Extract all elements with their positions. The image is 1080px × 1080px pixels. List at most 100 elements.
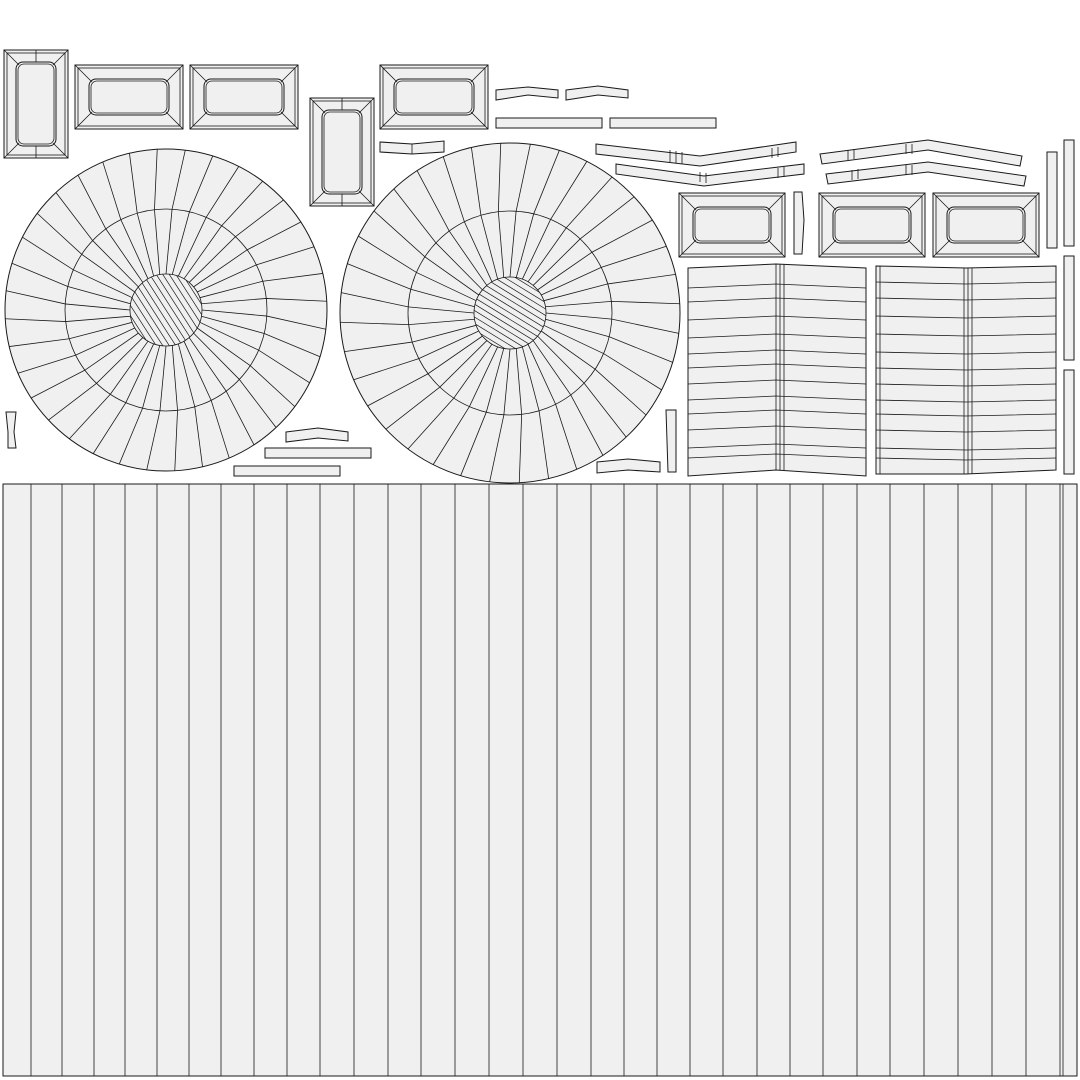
disc-right: [339, 142, 681, 484]
disc-spoke: [385, 340, 488, 430]
small-strips: [5, 85, 1075, 477]
disc-spoke: [36, 213, 136, 293]
disc-spoke: [521, 346, 549, 479]
bent-panel-a-row: [687, 443, 867, 449]
long-bent-strips: [595, 139, 1027, 187]
disc-spoke: [515, 150, 560, 278]
disc-spoke: [545, 318, 673, 363]
bent-panel-a-row: [687, 315, 867, 321]
bent-panel-a: [687, 263, 867, 477]
disc-spoke: [515, 348, 523, 483]
disc-spoke: [193, 332, 277, 428]
disc-spoke: [5, 315, 131, 322]
frame-island: [678, 192, 786, 258]
disc-spoke: [201, 298, 327, 305]
disc-spoke: [541, 245, 667, 296]
bent-panel-a-row: [687, 379, 867, 385]
disc-spoke: [199, 273, 323, 299]
disc-spoke: [188, 199, 284, 283]
disc-hub-hatch: [185, 279, 202, 305]
bent-panel-b-row: [875, 351, 1057, 355]
disc-spoke: [177, 343, 203, 467]
disc-spoke: [497, 143, 505, 278]
bent-panel-b-row: [875, 383, 1057, 387]
disc-spoke: [344, 324, 477, 352]
frame-island: [379, 64, 489, 130]
disc-spoke: [353, 330, 479, 381]
disc-hub-hatch: [130, 305, 156, 345]
disc-hub-hatch: [504, 277, 545, 302]
disc-spoke: [471, 147, 499, 280]
bent-panel-b-row: [875, 429, 1057, 433]
disc-spoke: [527, 176, 613, 283]
disc-hub-hatch: [486, 285, 546, 322]
disc-spoke: [201, 309, 326, 330]
disc-spoke: [177, 166, 240, 277]
disc-spoke: [545, 300, 680, 308]
disc-hub-hatch: [514, 277, 540, 293]
disc-spoke: [17, 327, 135, 374]
disc-spoke: [432, 346, 499, 465]
disc-hub-hatch: [176, 275, 202, 315]
disc-spoke: [183, 180, 263, 280]
disc-mid-ring: [64, 208, 268, 412]
disc-spoke: [165, 150, 186, 275]
disc-hub-hatch: [473, 310, 529, 345]
disc-hub-hatch: [491, 281, 547, 316]
bent-panel-b-row: [875, 281, 1057, 285]
disc-spoke: [543, 274, 676, 302]
disc-spoke: [416, 170, 488, 286]
bent-panel-a-row: [687, 395, 867, 401]
bottom-strip-panel: [2, 483, 1078, 1077]
disc-hub-hatch: [130, 315, 147, 341]
disc-spoke: [543, 324, 662, 391]
disc-spoke: [341, 292, 475, 314]
disc-spoke: [11, 262, 131, 305]
bent-panel-a-row: [687, 363, 867, 369]
disc-spoke: [521, 161, 588, 280]
disc-hub-hatch: [474, 316, 523, 347]
disc-spoke: [188, 337, 255, 446]
disc-spoke: [129, 153, 155, 277]
bent-panel-b-row: [875, 399, 1057, 403]
bent-panel-b-row: [875, 315, 1057, 319]
disc-spoke: [201, 315, 321, 358]
disc-hub-hatch: [476, 298, 538, 337]
disc-hub-hatch: [141, 282, 181, 344]
bent-panel-b-row: [875, 297, 1057, 301]
disc-spoke: [373, 210, 480, 296]
disc-hub-hatch: [137, 286, 176, 345]
frame-island: [932, 192, 1040, 258]
disc-hub-hatch: [479, 293, 541, 333]
disc-spoke: [509, 144, 531, 278]
disc-spoke: [30, 332, 139, 399]
disc-left: [4, 148, 328, 472]
disc-spoke: [460, 348, 505, 476]
disc-spoke: [69, 340, 149, 440]
disc-hub-hatch: [146, 279, 186, 341]
disc-spoke: [48, 337, 144, 421]
disc-spoke: [537, 219, 653, 291]
disc-spoke: [171, 155, 214, 275]
disc-hub-hatch: [134, 291, 170, 347]
bent-panel-a-row: [687, 453, 867, 459]
bottom-panel-outline: [2, 483, 1078, 1077]
bent-panel-b-row: [875, 367, 1057, 371]
bent-panel-a-row: [687, 425, 867, 431]
disc-spoke: [340, 318, 475, 326]
bent-panel-a-row: [687, 333, 867, 339]
disc-spoke: [92, 343, 155, 454]
disc-spoke: [545, 312, 679, 334]
disc-spoke: [540, 330, 647, 416]
disc-hub-hatch: [480, 333, 506, 349]
disc-hub-hatch: [482, 289, 544, 328]
disc-hub-hatch: [131, 297, 164, 347]
bent-panel-b-row: [875, 413, 1057, 417]
disc-spoke: [358, 235, 477, 302]
disc-spoke: [171, 345, 178, 471]
bent-panel-b-row: [875, 447, 1057, 451]
disc-hub-hatch: [151, 276, 191, 338]
disc-spoke: [6, 290, 131, 311]
disc-spoke: [193, 221, 302, 288]
disc-spoke: [407, 343, 493, 450]
